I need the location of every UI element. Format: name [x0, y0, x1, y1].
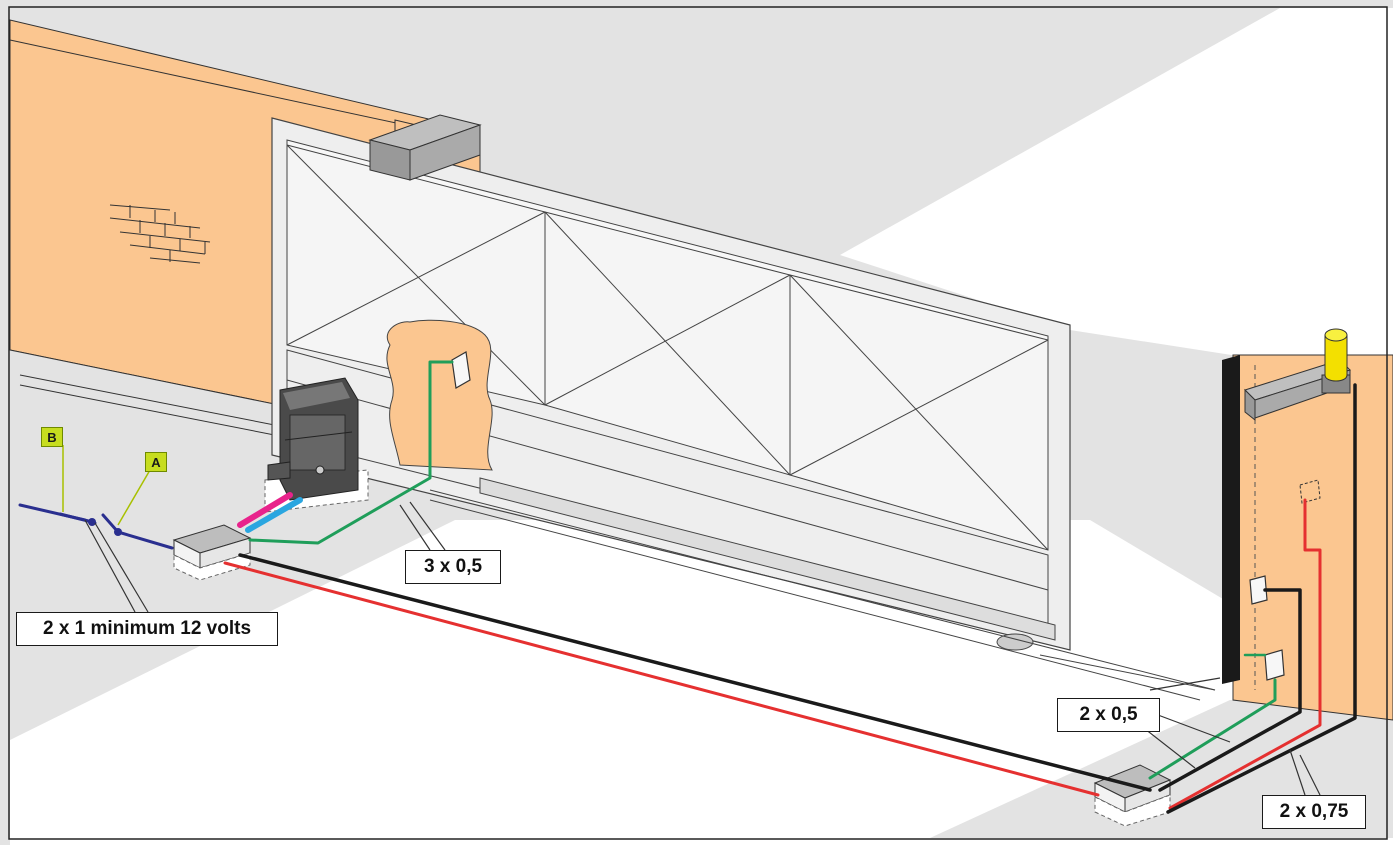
wire-black-post2 — [1166, 383, 1357, 814]
wire-black-main — [238, 553, 1152, 792]
label-cable-photocell-post: 2 x 0,5 — [1057, 698, 1160, 732]
leader-lines — [62, 445, 1321, 796]
gear-rack — [479, 477, 1056, 641]
right-post — [1222, 328, 1393, 721]
photocell-cutout — [386, 319, 493, 471]
wire-red-main — [223, 561, 1100, 797]
driveway-far — [840, 8, 1393, 380]
junction-box-right — [1093, 764, 1172, 827]
marker-a: A — [145, 452, 167, 472]
photocell-low-icon — [1264, 649, 1285, 681]
junction-box-left — [172, 524, 252, 581]
wire-cyan — [245, 497, 303, 533]
photocell-mid-icon — [1249, 575, 1268, 605]
marker-b: B — [41, 427, 63, 447]
label-cable-flashlight: 2 x 0,75 — [1262, 795, 1366, 829]
photocell-top-icon — [1299, 479, 1321, 504]
gate-motor-icon — [264, 377, 369, 513]
switch-b-lever — [58, 512, 94, 524]
wires — [18, 360, 1357, 814]
frame-border — [8, 6, 1388, 840]
wire-magenta — [237, 492, 293, 528]
wire-black-post1 — [1158, 588, 1302, 792]
wire-green-gate — [248, 360, 454, 545]
photocell-gate-icon — [451, 351, 471, 389]
label-cable-switches: 2 x 1 minimum 12 volts — [16, 612, 278, 646]
wire-green-post — [1148, 678, 1277, 780]
brick-pattern-icon — [109, 204, 211, 264]
flashlight-lamp-icon — [1321, 328, 1351, 394]
gate-wheel — [996, 633, 1034, 651]
wire-red-post — [1168, 498, 1322, 810]
label-cable-photocell-gate: 3 x 0,5 — [405, 550, 501, 584]
